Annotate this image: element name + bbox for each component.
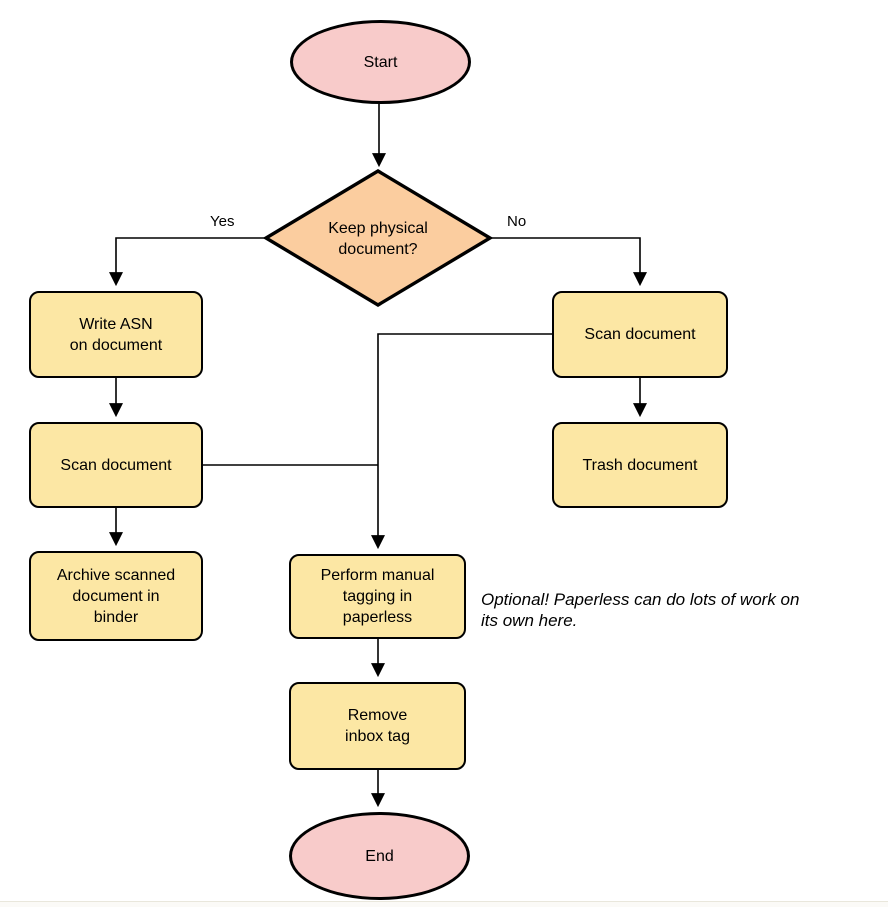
process-node-scan-document-right: Scan document xyxy=(552,291,728,378)
process-node-archive-in-binder: Archive scanned document in binder xyxy=(29,551,203,641)
edge-label-no: No xyxy=(507,213,527,230)
end-terminal-node: End xyxy=(289,812,470,900)
process-node-scan-document-left: Scan document xyxy=(29,422,203,508)
edge-decision-yes xyxy=(109,237,265,287)
start-terminal-node: Start xyxy=(290,20,471,104)
process-node-write-asn: Write ASN on document xyxy=(29,291,203,378)
edge-decision-no xyxy=(489,237,647,287)
decision-node-label: Keep physical document? xyxy=(328,220,428,258)
edge-label-yes: Yes xyxy=(210,213,235,230)
decision-diamond-shape xyxy=(262,169,494,307)
edge-scanright-to-tagging xyxy=(371,333,552,550)
page-bottom-divider xyxy=(0,901,888,907)
process-node-remove-inbox-tag: Remove inbox tag xyxy=(289,682,466,770)
optional-annotation-text: Optional! Paperless can do lots of work … xyxy=(481,590,800,630)
process-node-trash-document: Trash document xyxy=(552,422,728,508)
process-node-manual-tagging: Perform manual tagging in paperless xyxy=(289,554,466,639)
